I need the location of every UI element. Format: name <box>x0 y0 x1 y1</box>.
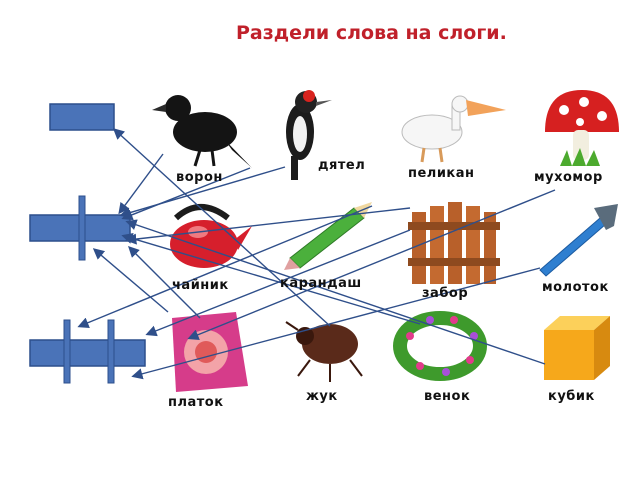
scheme-two-syllables <box>29 195 131 261</box>
word-venok: венок <box>424 389 471 404</box>
pelican-icon <box>401 95 506 163</box>
word-platok: платок <box>168 395 224 410</box>
word-voron: ворон <box>176 170 223 185</box>
word-kubik: кубик <box>548 389 595 404</box>
woodpecker-icon <box>286 90 332 180</box>
beetle-icon <box>285 321 363 382</box>
wreath-icon <box>393 311 487 381</box>
crow-icon <box>152 95 252 168</box>
word-chaynik: чайник <box>172 278 229 293</box>
scheme-one-syllable <box>49 103 115 131</box>
word-zhuk: жук <box>306 389 338 404</box>
mushroom-icon <box>545 90 619 166</box>
arrows <box>77 128 556 380</box>
word-pelikan: пеликан <box>408 166 475 181</box>
scarf-icon <box>172 312 248 392</box>
word-karandash: карандаш <box>280 276 362 291</box>
word-zabor: забор <box>422 286 469 301</box>
teapot-icon <box>170 204 252 268</box>
word-molotok: молоток <box>542 280 609 295</box>
fence-icon <box>408 202 500 284</box>
page-title: Раздели слова на слоги. <box>236 22 507 44</box>
cube-icon <box>544 316 610 380</box>
word-dyatel: дятел <box>318 158 366 173</box>
hammer-icon <box>539 204 618 277</box>
word-mukhomor: мухомор <box>534 170 603 185</box>
scheme-three-syllables <box>29 319 146 384</box>
